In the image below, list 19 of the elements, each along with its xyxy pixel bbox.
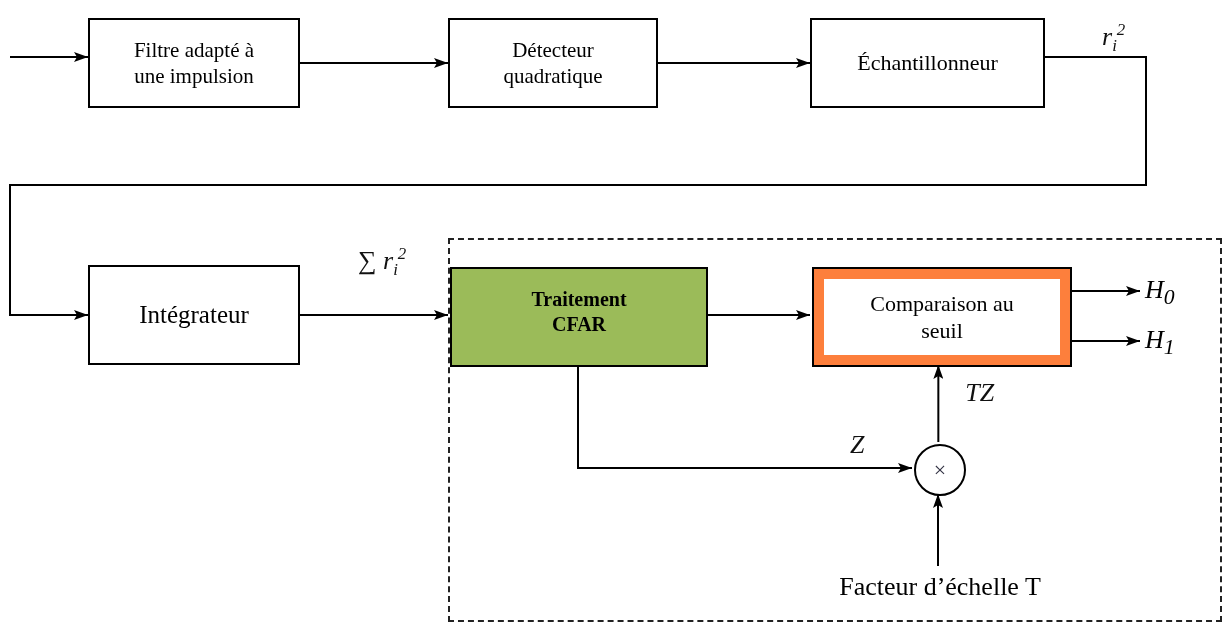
arrow (933, 493, 943, 567)
arrow (9, 52, 89, 62)
output-label: H$_{1}$ (1145, 328, 1205, 358)
process-box: Filtre adapté à une impulsion (88, 18, 300, 108)
arrow (9, 56, 1147, 320)
process-box: Échantillonneur (810, 18, 1045, 108)
edge-label: Z (850, 432, 865, 458)
edge-label: TZ (965, 380, 995, 406)
arrow (299, 58, 449, 68)
arrow (299, 310, 449, 320)
comparator-box: Comparaison au seuil (812, 267, 1072, 367)
output-label: H$_{0}$ (1145, 278, 1205, 308)
arrow (657, 58, 811, 68)
multiplier-circle: × (914, 444, 966, 496)
cfar-box: Traitement CFAR (450, 267, 708, 367)
dashed-group-box (448, 238, 1222, 622)
input-label: Facteur d’échelle T (792, 568, 1088, 606)
process-box: Détecteur quadratique (448, 18, 658, 108)
process-box: Intégrateur (88, 265, 300, 365)
